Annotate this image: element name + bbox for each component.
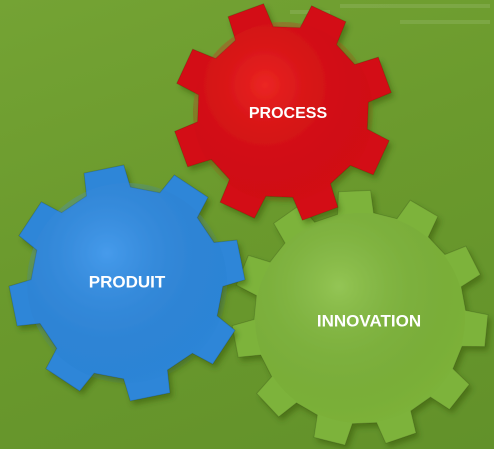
gear-produit-highlight bbox=[27, 183, 227, 383]
gear-innovation: INNOVATION bbox=[231, 189, 489, 446]
gear-produit-label: PRODUIT bbox=[89, 272, 166, 291]
gear-innovation-highlight bbox=[255, 213, 465, 423]
gear-produit: PRODUIT bbox=[8, 164, 246, 402]
gear-process-label: PROCESS bbox=[249, 105, 328, 122]
gear-process: PROCESS bbox=[174, 3, 392, 221]
gear-process-highlight bbox=[193, 22, 373, 202]
decorative-stripe bbox=[340, 4, 490, 8]
gear-innovation-label: INNOVATION bbox=[317, 311, 421, 330]
decorative-stripe bbox=[400, 20, 490, 24]
